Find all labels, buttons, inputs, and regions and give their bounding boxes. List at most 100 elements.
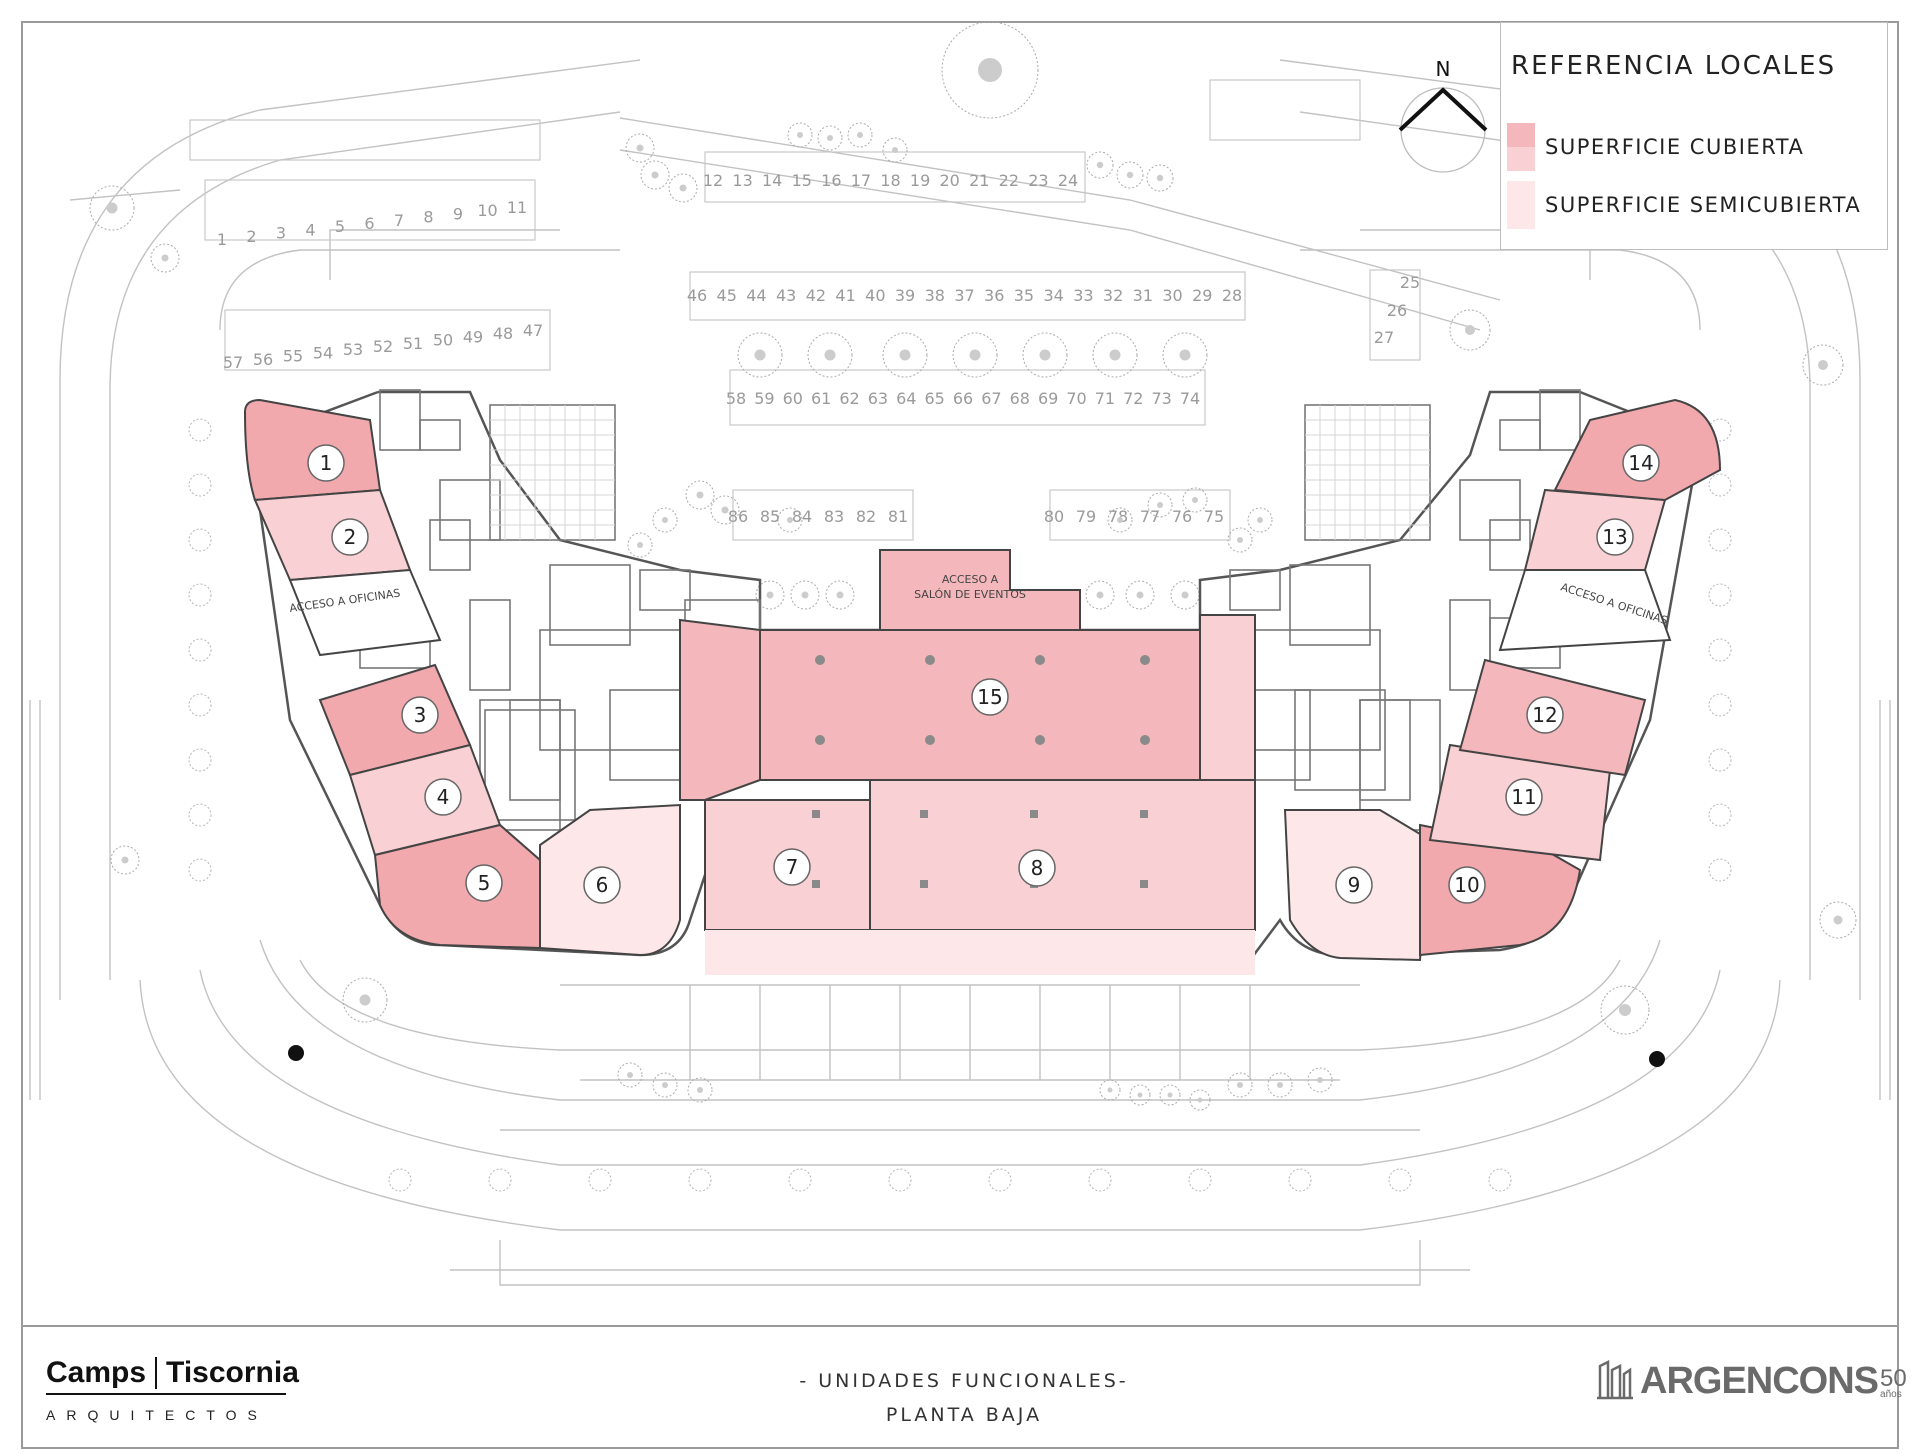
unit-13-area — [1523, 488, 1667, 571]
parking-stall-label: 42 — [806, 286, 826, 305]
parking-stall-label: 4 — [305, 220, 315, 239]
tree-trunk — [1107, 1087, 1113, 1093]
unit-8-area — [869, 779, 1256, 931]
parking-stall-label: 47 — [523, 321, 543, 340]
parking-stall-label: 31 — [1133, 286, 1153, 305]
parking-stall-label: 18 — [880, 171, 900, 190]
unit-15-right — [1199, 614, 1256, 781]
legend-title: REFERENCIA LOCALES — [1511, 51, 1837, 81]
building-logo-icon — [1597, 1360, 1633, 1400]
parking-stall-label: 14 — [762, 171, 782, 190]
tree-icon — [1159, 1084, 1181, 1106]
tree-icon — [1022, 332, 1068, 378]
tree-icon — [110, 845, 140, 875]
unit-15-side — [679, 618, 761, 801]
tree-trunk — [824, 349, 836, 361]
legend-item-semicubierta: SUPERFICIE SEMICUBIERTA — [1507, 181, 1861, 229]
interior-walls — [359, 389, 1581, 891]
unit-badge — [401, 696, 439, 734]
tree-icon — [1188, 1168, 1212, 1192]
parking-stall-label: 2 — [246, 227, 256, 246]
parking-stall-label: 75 — [1204, 507, 1224, 526]
parking-stall-label: 21 — [969, 171, 989, 190]
tree-trunk — [1181, 591, 1189, 599]
parking-stall-label: 20 — [939, 171, 959, 190]
tree-trunk — [1167, 1092, 1173, 1098]
tree-trunk — [978, 58, 1002, 82]
tree-icon — [188, 528, 212, 552]
tree-trunk — [1096, 591, 1104, 599]
unit-number: 1 — [320, 451, 333, 475]
legend-label-cubierta: SUPERFICIE CUBIERTA — [1545, 135, 1805, 159]
parking-stall-label: 69 — [1038, 389, 1058, 408]
parking-stall-label: 84 — [792, 507, 812, 526]
parking-stall-label: 19 — [910, 171, 930, 190]
parking-stall-label: 85 — [760, 507, 780, 526]
tree-icon — [1488, 1168, 1512, 1192]
brand-b-number: 50 — [1880, 1365, 1907, 1392]
tree-trunk — [161, 254, 169, 262]
tree-trunk — [121, 856, 129, 864]
tree-trunk — [754, 349, 766, 361]
parking-stall-label: 58 — [726, 389, 746, 408]
parking-stall-label: 81 — [888, 507, 908, 526]
brand-a-part-2: Tiscornia — [166, 1356, 299, 1389]
tree-icon — [888, 1168, 912, 1192]
tree-icon — [1146, 164, 1174, 192]
tree-icon — [1708, 638, 1732, 662]
semicovered-front-strip — [705, 930, 1255, 975]
tree-icon — [627, 532, 653, 558]
unit-10-area — [1419, 823, 1582, 957]
tree-icon — [150, 243, 180, 273]
events-access-label-2: SALÓN DE EVENTOS — [914, 588, 1026, 601]
tree-icon — [625, 133, 655, 163]
tree-icon — [188, 583, 212, 607]
tree-icon — [1099, 1079, 1121, 1101]
tree-trunk — [857, 132, 863, 138]
tree-trunk — [1117, 517, 1123, 523]
parking-stall-label: 28 — [1222, 286, 1242, 305]
unit-badge — [1622, 444, 1660, 482]
tree-trunk — [106, 202, 118, 214]
courtyard-grids — [490, 405, 1430, 540]
tree-trunk — [1237, 1082, 1243, 1088]
unit-number: 10 — [1454, 873, 1479, 897]
tree-icon — [941, 21, 1039, 119]
parking-stall-label: 22 — [999, 171, 1019, 190]
tree-icon — [1092, 332, 1138, 378]
tree-icon — [688, 1168, 712, 1192]
legend-box: REFERENCIA LOCALES SUPERFICIE CUBIERTA S… — [1500, 22, 1888, 250]
offices-right-area — [1498, 569, 1672, 652]
unit-number: 5 — [478, 871, 491, 895]
tree-trunk — [636, 144, 644, 152]
unit-badge — [1505, 778, 1543, 816]
parking-stall-label: 34 — [1043, 286, 1063, 305]
events-access-label-1: ACCESO A — [942, 573, 999, 586]
tree-trunk — [679, 184, 687, 192]
tree-icon — [787, 122, 813, 148]
tree-trunk — [1818, 360, 1828, 370]
parking-stall-label: 1 — [217, 230, 227, 249]
parking-stall-label: 73 — [1151, 389, 1171, 408]
unit-number: 3 — [414, 703, 427, 727]
unit-badge — [1018, 849, 1056, 887]
parking-stall-label: 36 — [984, 286, 1004, 305]
tree-trunk — [721, 506, 729, 514]
tree-trunk — [1465, 325, 1475, 335]
tree-icon — [388, 1168, 412, 1192]
parking-stall-label: 68 — [1010, 389, 1030, 408]
unit-badge — [773, 848, 811, 886]
unit-number: 6 — [596, 873, 609, 897]
parking-stall-label: 10 — [477, 201, 497, 220]
parking-stall-label: 9 — [453, 204, 463, 223]
site-marker-left — [288, 1045, 304, 1061]
tree-trunk — [766, 591, 774, 599]
brand-b-name: ARGENCONS — [1640, 1360, 1879, 1402]
parking-stall-label: 55 — [283, 347, 303, 366]
tree-trunk — [627, 1072, 633, 1078]
parking-stall-label: 41 — [835, 286, 855, 305]
tree-icon — [89, 185, 135, 231]
tree-trunk — [1109, 349, 1121, 361]
